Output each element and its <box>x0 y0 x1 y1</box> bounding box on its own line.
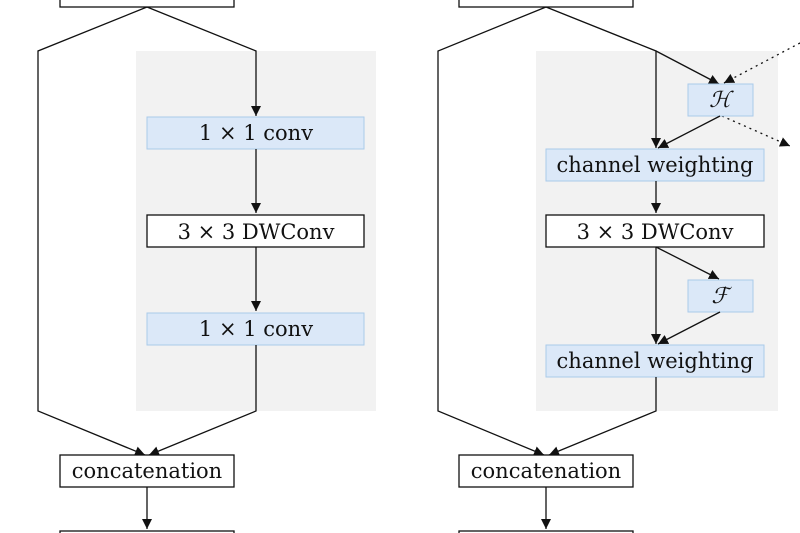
right-cw1-label: channel weighting <box>557 153 754 177</box>
external-in-dotted-edge <box>723 42 800 84</box>
left-dwconv-label: 3 × 3 DWConv <box>178 220 335 244</box>
cw2-to-concat-edge <box>548 377 657 456</box>
right-top-box <box>458 0 634 8</box>
f-function-box <box>687 279 754 313</box>
h-function-box <box>687 83 754 117</box>
right-cw1-box <box>545 148 765 182</box>
h-to-cw1-edge <box>657 115 721 149</box>
left-concat-box <box>59 454 235 488</box>
left-conv2-to-concat-edge <box>148 345 257 456</box>
right-concat-box <box>458 454 634 488</box>
left-top-box <box>59 0 235 8</box>
f-to-cw2-edge <box>657 311 721 345</box>
left-conv2-label: 1 × 1 conv <box>199 317 313 341</box>
right-bottom-box <box>458 530 634 533</box>
right-dwconv-box <box>545 214 765 248</box>
left-input-edge <box>146 6 261 116</box>
left-conv1-label: 1 × 1 conv <box>199 121 313 145</box>
right-dwconv-label: 3 × 3 DWConv <box>577 220 734 244</box>
left-conv1-box <box>146 116 365 150</box>
left-concat-label: concatenation <box>72 459 222 483</box>
left-bottom-box <box>59 530 235 533</box>
left-shortcut-edge <box>37 6 148 456</box>
external-out-dotted-edge <box>721 115 791 147</box>
left-conv2-box <box>146 312 365 346</box>
right-input-to-h-edge <box>655 50 720 85</box>
dwconv-to-f-edge <box>655 246 720 280</box>
right-shortcut-edge <box>437 6 547 456</box>
right-cw2-box <box>545 344 765 378</box>
right-cw2-label: channel weighting <box>557 349 754 373</box>
f-function-label: ℱ <box>711 284 732 309</box>
right-concat-label: concatenation <box>471 459 621 483</box>
h-function-label: ℋ <box>709 88 734 113</box>
